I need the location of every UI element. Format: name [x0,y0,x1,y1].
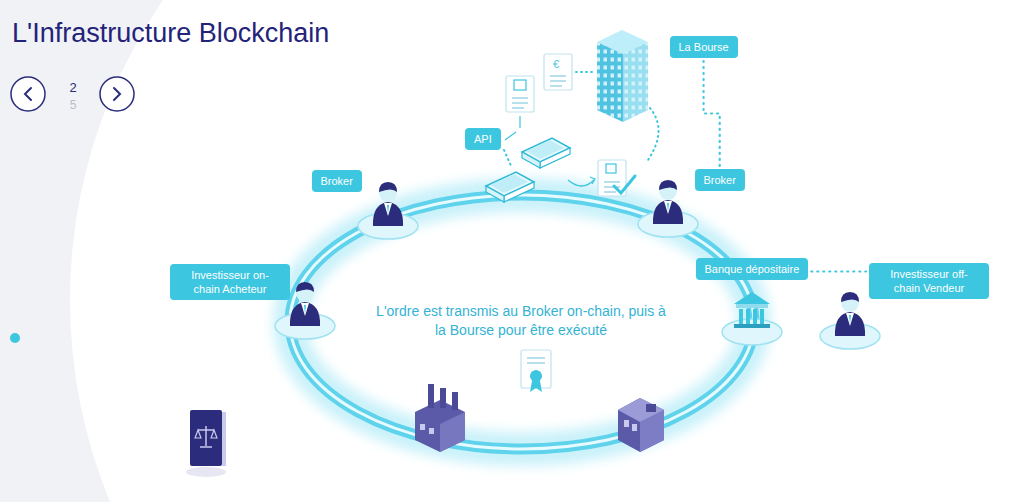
page-title: L'Infrastructure Blockchain [12,18,329,49]
label-box: Banque dépositaire [696,258,809,280]
page-count: 5 [68,97,78,113]
box-label: Broker [704,173,736,187]
dotted-connector [811,270,866,272]
dotted-connector [704,61,720,166]
box-label: API [474,132,492,146]
center-note: L'ordre est transmis au Broker on-chain,… [375,302,667,340]
label-box: La Bourse [670,36,738,58]
label-box: Broker [312,170,362,192]
label-box: Broker [695,169,745,191]
box-label: Investisseur off-chain Vendeur [878,267,980,295]
box-label: La Bourse [679,40,729,54]
label-box: Investisseur off-chain Vendeur [869,263,989,299]
label-box: API [465,128,501,150]
box-label: Investisseur on-chain Acheteur [179,268,281,296]
box-label: Broker [321,174,353,188]
label-box: Investisseur on-chain Acheteur [170,264,290,300]
page-number: 2 [68,79,78,97]
box-label: Banque dépositaire [705,262,800,276]
euro-symbol: € [553,58,559,70]
